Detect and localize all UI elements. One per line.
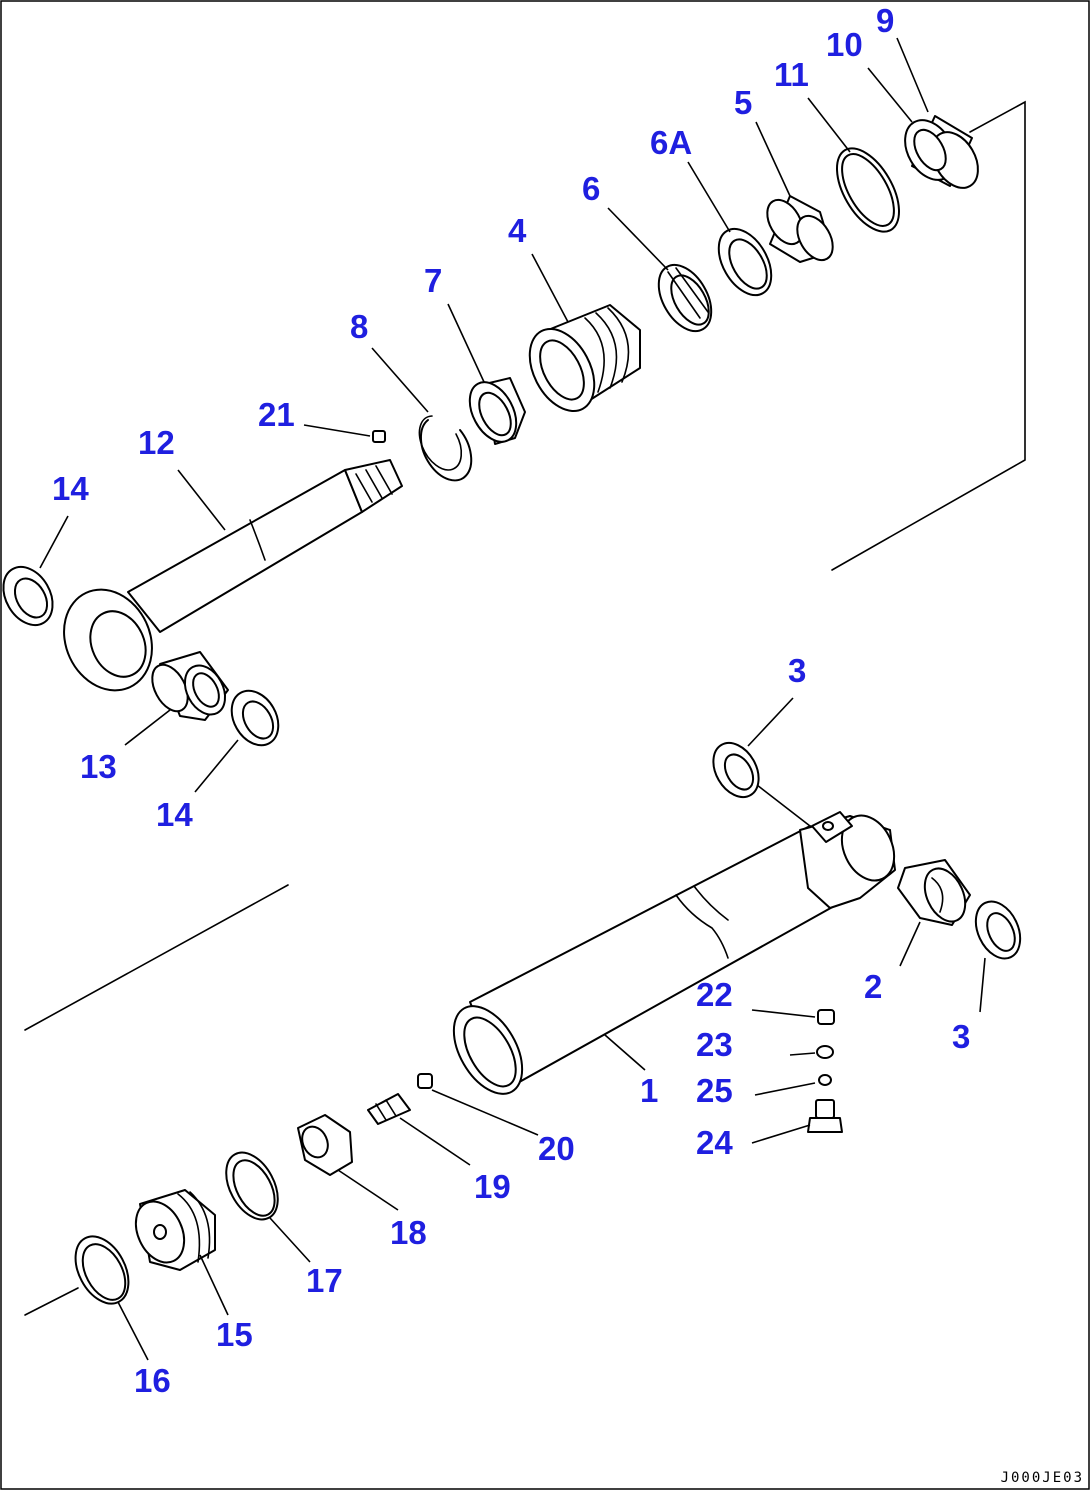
callout-14-lower: 14 bbox=[156, 796, 193, 833]
callout-9: 9 bbox=[876, 2, 895, 39]
callout-6: 6 bbox=[582, 170, 601, 207]
callout-12: 12 bbox=[138, 424, 175, 461]
callout-22: 22 bbox=[696, 976, 733, 1013]
part-15-piston bbox=[134, 1189, 216, 1271]
part-23-washer bbox=[816, 1045, 834, 1059]
part-4-cylinder-head bbox=[528, 304, 641, 413]
callout-21: 21 bbox=[258, 396, 295, 433]
part-6a-ring bbox=[717, 227, 773, 297]
part-6-packing bbox=[657, 263, 713, 333]
callout-7: 7 bbox=[424, 262, 443, 299]
callout-11: 11 bbox=[774, 56, 809, 93]
callout-24: 24 bbox=[696, 1124, 733, 1161]
part-18-nut bbox=[297, 1114, 353, 1176]
part-14-dust-seal-left bbox=[2, 565, 54, 627]
part-9-dust-seal bbox=[904, 115, 979, 189]
callout-2: 2 bbox=[864, 968, 883, 1005]
callout-16: 16 bbox=[134, 1362, 171, 1399]
part-7-ring bbox=[468, 377, 526, 445]
leader-lines bbox=[39, 37, 986, 1361]
callout-10: 10 bbox=[826, 26, 863, 63]
part-25-o-ring bbox=[818, 1074, 832, 1086]
callout-25: 25 bbox=[696, 1072, 733, 1109]
part-22-bolt bbox=[817, 1009, 835, 1025]
callout-19: 19 bbox=[474, 1168, 511, 1205]
part-19-screw bbox=[367, 1093, 411, 1125]
part-8-snap-ring bbox=[418, 415, 473, 482]
part-2-bushing bbox=[897, 859, 971, 926]
part-13-bushing bbox=[151, 651, 229, 721]
callout-3-top: 3 bbox=[788, 652, 807, 689]
callout-17: 17 bbox=[306, 1262, 343, 1299]
part-3-dust-seal-top bbox=[712, 741, 760, 799]
callout-4: 4 bbox=[508, 212, 527, 249]
part-16-ring bbox=[74, 1235, 130, 1305]
callout-23: 23 bbox=[696, 1026, 733, 1063]
callout-20: 20 bbox=[538, 1130, 575, 1167]
callout-6a: 6A bbox=[650, 124, 693, 161]
part-17-ring bbox=[225, 1151, 279, 1221]
part-3-dust-seal-right bbox=[974, 900, 1022, 960]
callout-3-right: 3 bbox=[952, 1018, 971, 1055]
part-20-collar bbox=[417, 1073, 433, 1089]
callout-14-upper: 14 bbox=[52, 470, 89, 507]
callout-1: 1 bbox=[640, 1072, 659, 1109]
part-14-dust-seal-right bbox=[230, 689, 280, 747]
part-11-snap-ring bbox=[836, 147, 900, 233]
part-24-plug bbox=[807, 1099, 843, 1133]
part-21-plug bbox=[372, 430, 386, 443]
callout-13: 13 bbox=[80, 748, 117, 785]
part-1-cylinder-tube bbox=[452, 811, 896, 1095]
callout-18: 18 bbox=[390, 1214, 427, 1251]
part-12-piston-rod bbox=[63, 459, 403, 692]
drawing-code: J000JE03 bbox=[1000, 1470, 1084, 1486]
callout-15: 15 bbox=[216, 1316, 253, 1353]
callout-5: 5 bbox=[734, 84, 753, 121]
part-5-bushing bbox=[766, 195, 834, 263]
callout-8: 8 bbox=[350, 308, 369, 345]
